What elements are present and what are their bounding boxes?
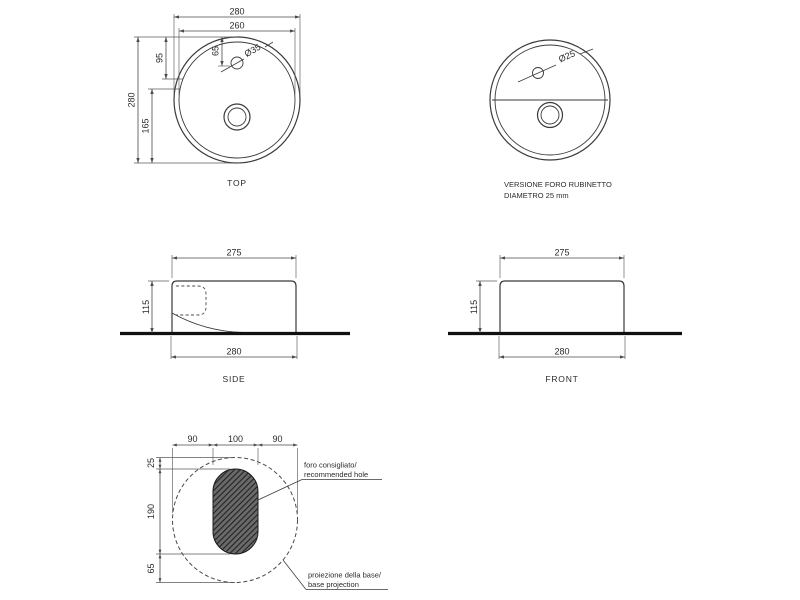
top-dimension-labels: 280 260 280 165 95 65 Ø35: [127, 7, 263, 134]
front-dimension-labels: 275 115 280: [469, 248, 570, 357]
dim-label-depth-b: 65: [211, 46, 221, 56]
side-dimension-lines: [150, 256, 298, 359]
drain-outer: [223, 103, 251, 131]
basin-outer-rim: [489, 39, 611, 161]
view-caption-top: TOP: [227, 178, 247, 188]
callout-line-2: base projection: [308, 580, 359, 589]
base-projection-callout: proiezione della base/ base projection: [282, 559, 388, 590]
dim-label-hole-right: 90: [272, 434, 282, 444]
base-extension-lines: [156, 448, 298, 583]
base-dimension-lines: [158, 443, 298, 583]
base-projection-drawing: 90 100 90 25 190 65 foro consigliato/ re…: [146, 434, 388, 590]
tap-hole-leader-tail: [264, 41, 274, 48]
top-extension-lines: [134, 14, 301, 164]
tap-hole: [230, 56, 244, 70]
view-base-projection: 90 100 90 25 190 65 foro consigliato/ re…: [130, 415, 420, 600]
basin-top-outline-25: [489, 39, 611, 161]
drain-inner: [227, 107, 247, 127]
front-extension-lines: [476, 255, 626, 359]
caption-line-1: VERSIONE FORO RUBINETTO: [504, 180, 612, 189]
callout-line-1: proiezione della base/: [308, 571, 382, 580]
drain-outer: [536, 101, 564, 129]
view-caption-side: SIDE: [222, 374, 245, 384]
dim-label-offset-bottom: 65: [146, 563, 156, 573]
front-dimension-lines: [478, 256, 626, 359]
tap-hole-leader: [517, 64, 557, 83]
side-view-drawing: 275 115 280 SIDE: [120, 248, 350, 384]
front-view-drawing: 275 115 280 FRONT: [448, 248, 682, 384]
dim-label-top-width: 275: [554, 248, 569, 258]
basin-front-outline: [499, 280, 625, 334]
view-side: 275 115 280 SIDE: [110, 245, 360, 390]
dim-label-height: 115: [469, 300, 479, 314]
side-extension-lines: [148, 255, 298, 359]
basin-outer-rim: [173, 36, 301, 164]
top-view-drawing: 280 260 280 165 95 65 Ø35 TOP: [127, 7, 301, 188]
basin-inner-rim: [178, 41, 296, 159]
dim-label-height-outer: 280: [127, 92, 137, 107]
bowl-bottom-curve: [171, 312, 243, 333]
recommended-hole-callout: foro consigliato/ recommended hole: [257, 461, 382, 501]
dim-label-hole-height: 190: [146, 504, 156, 519]
hidden-bowl-profile: [176, 285, 207, 316]
dim-label-width-inner: 260: [229, 21, 244, 31]
caption-line-2: DIAMETRO 25 mm: [504, 191, 569, 200]
base-dimension-labels: 90 100 90 25 190 65: [146, 434, 283, 574]
dim-label-offset-top: 25: [146, 458, 156, 468]
callout-leader: [257, 479, 303, 501]
tap-hole-25: [532, 67, 544, 79]
basin-top-outline: [173, 36, 301, 164]
dim-label-tap-hole-35: Ø35: [243, 42, 263, 59]
tap-version-caption: VERSIONE FORO RUBINETTO DIAMETRO 25 mm: [504, 180, 612, 200]
dim-label-hole-left: 90: [187, 434, 197, 444]
dim-label-depth-a: 95: [155, 53, 165, 63]
tap-hole-leader-tail: [579, 48, 594, 55]
recommended-hole-shape: [212, 468, 259, 555]
view-caption-front: FRONT: [545, 374, 578, 384]
dim-label-height: 115: [141, 300, 151, 314]
drain-inner: [540, 105, 560, 125]
tap-hole-leader: [220, 58, 245, 73]
view-top: 280 260 280 165 95 65 Ø35 TOP: [125, 5, 325, 200]
tap-version-drawing: Ø25 VERSIONE FORO RUBINETTO DIAMETRO 25 …: [489, 39, 612, 200]
dim-label-top-width: 275: [226, 248, 241, 258]
callout-line-1: foro consigliato/: [304, 461, 357, 470]
side-dimension-labels: 275 115 280: [141, 248, 242, 357]
dim-label-height-lower: 165: [141, 118, 151, 133]
view-front: 275 115 280 FRONT: [440, 245, 690, 390]
callout-line-2: recommended hole: [304, 470, 368, 479]
basin-side-outline: [171, 280, 297, 334]
dim-label-hole-width: 100: [228, 434, 243, 444]
dim-label-width-outer: 280: [229, 7, 244, 17]
top-dimension-lines: [136, 15, 301, 164]
dim-label-bottom-width: 280: [226, 347, 241, 357]
callout-leader: [282, 559, 307, 590]
view-tap-version: Ø25 VERSIONE FORO RUBINETTO DIAMETRO 25 …: [480, 25, 700, 205]
dim-label-bottom-width: 280: [554, 347, 569, 357]
